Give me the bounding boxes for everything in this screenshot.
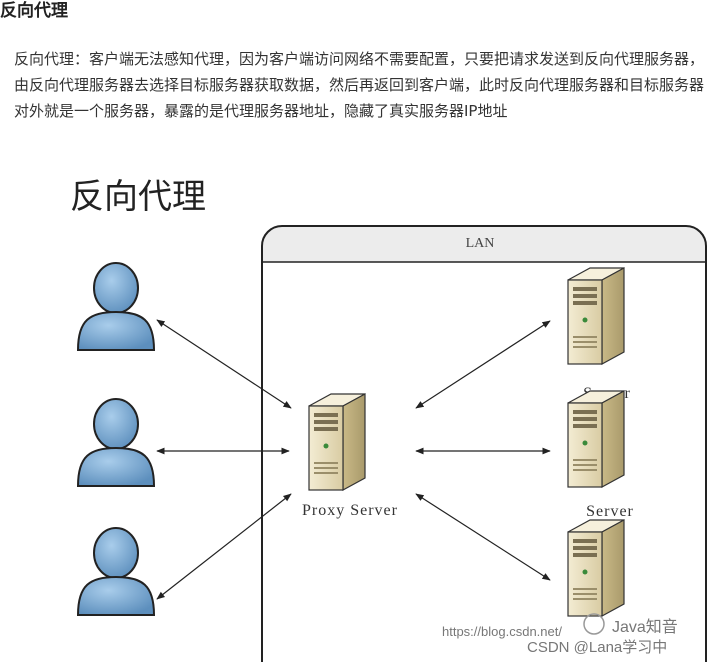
- client-proxy-arrow: [156, 319, 292, 409]
- target-server-icon: [567, 267, 625, 365]
- watermark-csdn: CSDN @Lana学习中: [527, 639, 667, 656]
- lan-boundary: LAN: [261, 225, 707, 662]
- lan-label: LAN: [466, 236, 495, 251]
- watermark-url: https://blog.csdn.net/: [442, 624, 562, 639]
- target-server-label: Server: [586, 503, 634, 520]
- client-user-icon: [77, 262, 155, 351]
- proxy-server-arrow: [415, 493, 551, 581]
- reverse-proxy-diagram: 反向代理 LAN Proxy Server Server Server Java…: [70, 177, 707, 662]
- client-proxy-arrow: [156, 493, 292, 600]
- watermark: Java知音 https://blog.csdn.net/ CSDN @Lana…: [442, 613, 678, 656]
- target-server-icon: [567, 519, 625, 617]
- section-heading: 反向代理: [0, 1, 68, 21]
- description-paragraph: 反向代理：客户端无法感知代理，因为客户端访问网络不需要配置，只要把请求发送到反向…: [14, 50, 705, 120]
- proxy-server-arrow: [415, 320, 551, 409]
- diagram-title: 反向代理: [70, 177, 206, 217]
- client-user-icon: [77, 527, 155, 616]
- watermark-overlay: Java知音: [612, 618, 678, 636]
- client-user-icon: [77, 398, 155, 487]
- target-server-icon: [567, 390, 625, 488]
- proxy-server-icon: [308, 393, 366, 491]
- proxy-server-label: Proxy Server: [302, 502, 398, 519]
